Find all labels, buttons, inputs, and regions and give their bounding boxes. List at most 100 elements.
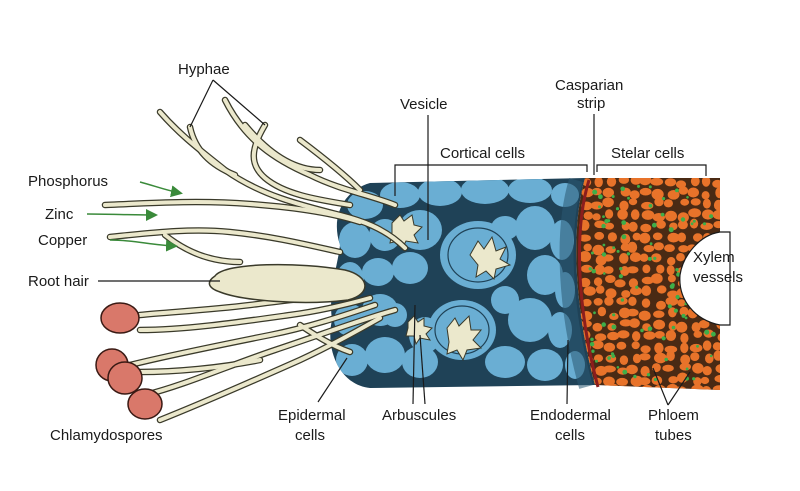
phloem-dot [626, 252, 631, 256]
stelar-cell [689, 343, 703, 353]
stelar-cell [676, 321, 688, 333]
cortical-cell [418, 178, 462, 206]
phloem-dot [607, 356, 611, 360]
stelar-cell [628, 198, 638, 206]
phloem-dot [588, 267, 592, 271]
label-endodermal-1: Endodermal [530, 407, 611, 424]
hypha-strand [163, 233, 242, 264]
phloem-dot [595, 359, 598, 363]
phloem-dot [602, 215, 605, 219]
stelar-cell [604, 222, 614, 230]
phloem-dot [620, 186, 625, 192]
copper-arrow [109, 239, 178, 252]
arbuscules-group [389, 214, 512, 362]
stelar-cell [712, 342, 720, 351]
chlamydospore [107, 361, 143, 395]
phloem-dot [686, 196, 689, 199]
cortical-cell [365, 337, 405, 373]
stelar-cell [664, 244, 675, 253]
hypha-strand [138, 296, 372, 332]
stelar-cell [691, 322, 701, 333]
hypha-strand [243, 123, 322, 172]
stelar-cell [654, 197, 664, 207]
phloem-dot [673, 308, 679, 313]
stelar-cell [674, 386, 687, 390]
stelar-cell [630, 375, 644, 387]
phloem-dot [711, 331, 716, 337]
cortical-cell [508, 298, 552, 342]
stelar-cell [619, 253, 629, 264]
stelar-cell [715, 363, 720, 374]
labels: Hyphae Vesicle Casparian strip Cortical … [28, 61, 743, 444]
hypha-strand [251, 123, 352, 207]
stelar-cell [691, 384, 704, 390]
stelar-cell [693, 233, 703, 242]
stelar-cell [621, 290, 631, 298]
cortical-cell [527, 349, 563, 381]
stelar-cell [654, 352, 667, 364]
stelar-cell [700, 222, 713, 230]
chlamydospore [127, 388, 163, 420]
stelar-cell [667, 274, 676, 283]
stelar-cell [666, 265, 675, 276]
phloem-dot [702, 222, 707, 226]
phloem-dot [647, 326, 653, 332]
phloem-dot [662, 197, 666, 201]
phloem-dot [709, 354, 713, 358]
stelar-cell [643, 245, 655, 253]
phloem-dot [692, 219, 696, 223]
phloem-dot [709, 214, 714, 219]
hypha-strand [103, 200, 362, 224]
hypha-strand [108, 228, 342, 254]
stelar-cell [592, 213, 601, 221]
stelar-cell [606, 178, 617, 187]
phloem-dot [635, 285, 639, 289]
phloem-dot [616, 366, 620, 369]
stelar-cell [678, 186, 689, 195]
hypha-strand [138, 358, 262, 374]
cortical-cell [461, 178, 509, 204]
stelar-cell [602, 365, 616, 373]
phloem-dot [660, 212, 665, 217]
stelar-cell [654, 331, 665, 339]
stelar-cell [633, 388, 642, 390]
cell-wall-inner [447, 227, 509, 283]
phloem-dot [664, 357, 668, 362]
stelar-cell [690, 352, 700, 361]
phloem-dot [611, 324, 617, 330]
phloem-dot [667, 304, 672, 309]
stelar-cell [592, 322, 603, 332]
stelar-cell [630, 178, 642, 185]
stelar-cell [713, 350, 720, 361]
stelar-cell [667, 190, 680, 200]
label-phloem-1: Phloem [648, 407, 699, 424]
stelar-cell [652, 232, 663, 241]
arbuscule [469, 235, 512, 281]
stelar-cell [680, 342, 689, 354]
xylem-vessel-edge [679, 231, 731, 326]
stelar-cell [638, 178, 652, 186]
phloem-dot [618, 274, 624, 279]
cortical-cell [485, 346, 525, 378]
stelar-cell [701, 178, 711, 187]
label-hyphae: Hyphae [178, 61, 230, 78]
nutrient-arrows [86, 181, 183, 252]
stelar-cell [593, 298, 603, 306]
phloem-dot [675, 188, 679, 193]
root-hair [208, 263, 366, 304]
stelar-cell [638, 310, 651, 321]
stelar-cell [620, 243, 630, 252]
label-phosphorus: Phosphorus [28, 173, 108, 190]
stelar-cell [713, 199, 720, 211]
phloem-dot [601, 252, 607, 257]
stelar-cell [651, 188, 664, 200]
arbuscules-leader-2 [419, 334, 426, 405]
phloem-dot [681, 313, 686, 318]
stelar-cell [641, 276, 654, 285]
stelar-cell [639, 353, 651, 361]
stelar-cell [656, 220, 666, 229]
stelar-cell [663, 199, 674, 208]
phloem-dot [633, 374, 637, 379]
stelar-cell [626, 266, 639, 274]
stelar-cell [688, 208, 701, 218]
